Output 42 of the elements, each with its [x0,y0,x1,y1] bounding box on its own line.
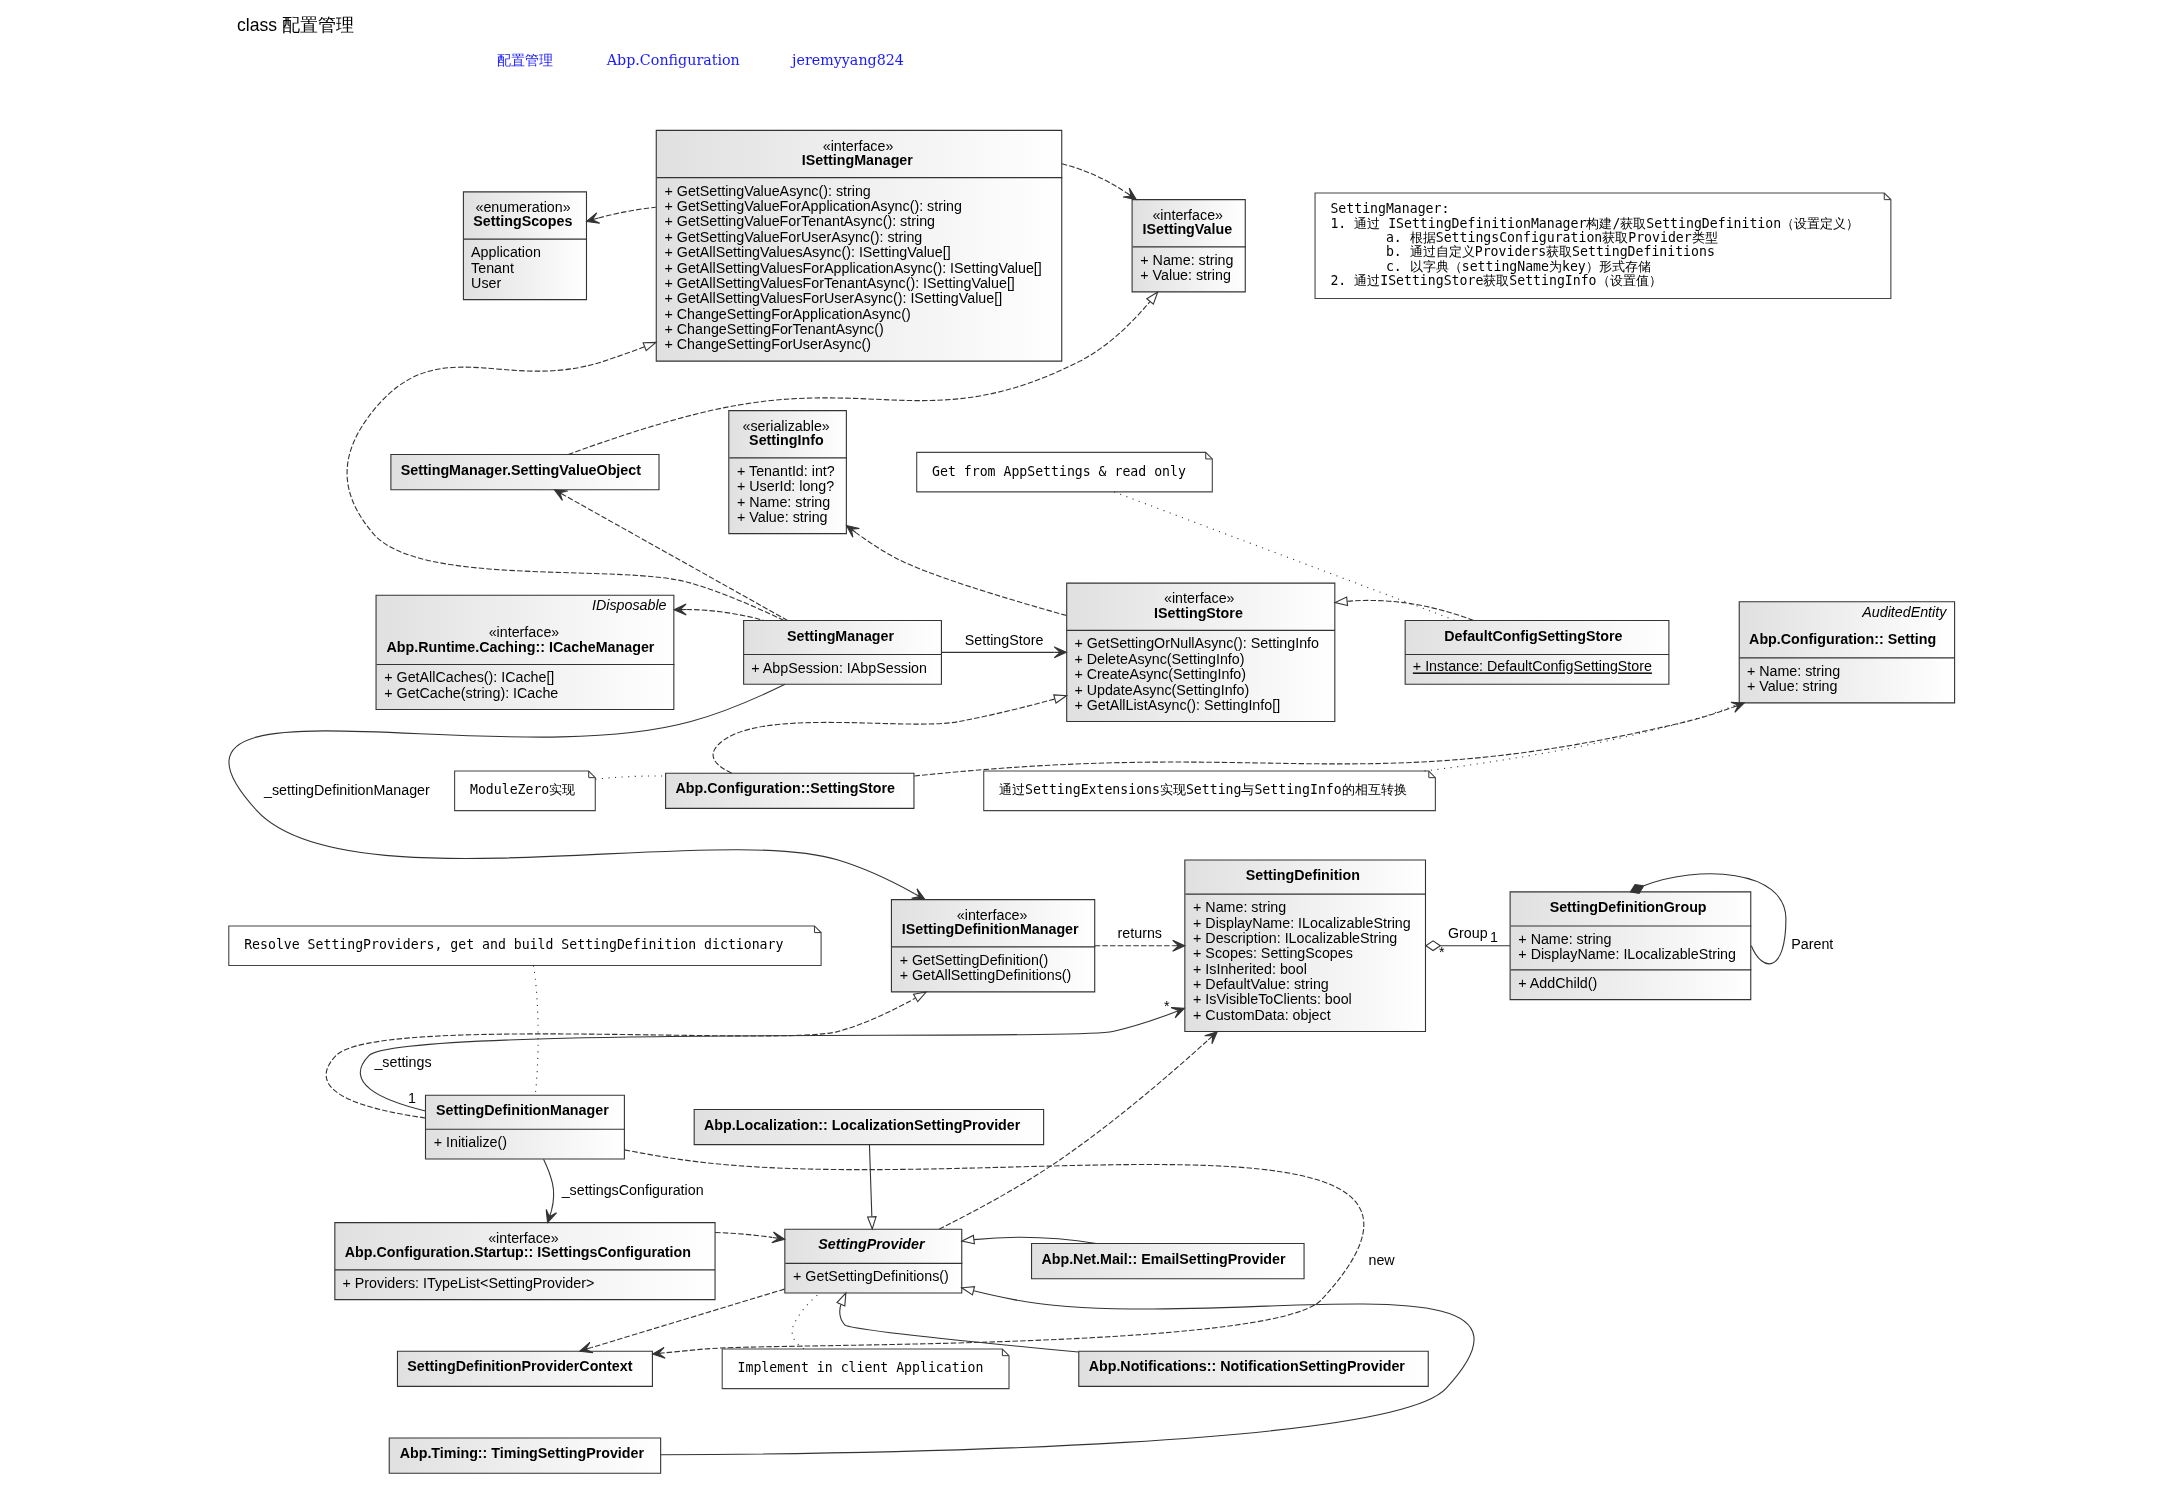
edge-label: _settingDefinitionManager [263,781,430,798]
label: * [1163,997,1170,1014]
edge-label: returns [1117,925,1162,942]
edge-label: new [1367,1251,1395,1268]
arrow [553,489,788,621]
arrow [866,1144,877,1231]
edge-label: _settingsConfiguration [561,1181,704,1198]
arrow [959,1234,1097,1245]
arrow [940,646,1067,659]
arrow [1093,939,1185,952]
label: 1 [407,1090,416,1107]
arrow [938,1031,1218,1230]
arrow [228,683,925,900]
label: 配置管理 [496,51,553,68]
arrow [1060,163,1137,200]
arrow [578,1288,785,1354]
arrow [845,524,1067,617]
arrow [712,694,1068,774]
arrow [567,290,1159,455]
arrow [359,1007,1185,1112]
arrow [325,991,928,1119]
label: Abp.Configuration [606,51,740,68]
arrow [585,206,656,224]
diagram-title: class 配置管理 [236,15,354,36]
arrow [346,341,784,621]
arrow [542,1158,557,1224]
edge-label: _settings [373,1054,432,1071]
edge-label: Group [1447,925,1488,942]
edge-label: Parent [1790,936,1833,953]
label: 1 [1489,929,1498,946]
label: jeremyyang824 [791,51,904,68]
arrow [714,1231,785,1244]
arrow [673,603,764,621]
arrow [659,1286,1474,1456]
connector [1113,491,1455,621]
connector [791,1292,820,1350]
arrow [1332,596,1474,621]
connector [1424,940,1510,952]
connector [1629,873,1786,965]
label: * [1438,943,1445,960]
arrow [835,1291,1079,1353]
edge-label: SettingStore [964,632,1043,649]
